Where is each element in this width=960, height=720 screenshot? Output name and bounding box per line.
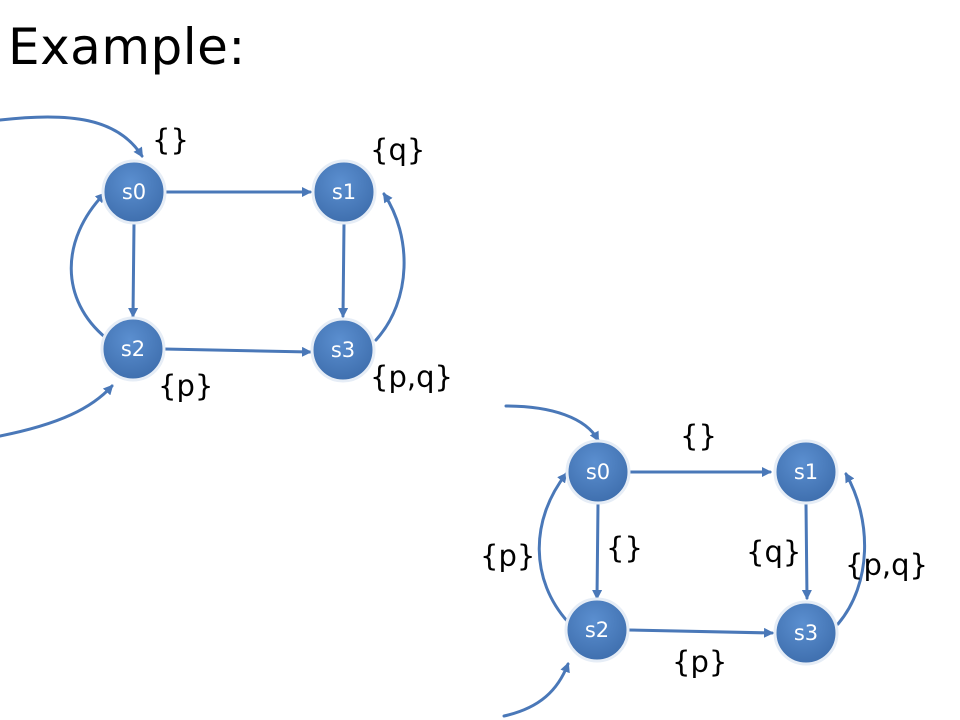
state-s2-label: s2 [121, 337, 145, 361]
edge-s2-s0 [69, 192, 108, 340]
edge-s0-s2 [128, 222, 139, 318]
edge-s1-s3 [801, 502, 812, 600]
state-s0: s0 [101, 159, 167, 225]
edge-label-s1-s3: {q} [746, 535, 801, 569]
edge-s3-s1 [374, 192, 406, 342]
edge-label-s2-s3: {p} [672, 645, 727, 679]
state-s1: s1 [311, 159, 377, 225]
state-s2-label: s2 [585, 618, 609, 642]
edge-label-s3-s1: {p,q} [845, 548, 928, 582]
edge-init-s0 [0, 115, 144, 158]
edge-label-s0-s2: {} [606, 531, 643, 565]
state-s2: s2 [100, 316, 166, 382]
edge-s1-s3 [338, 222, 349, 318]
edge-init-s2 [0, 384, 114, 438]
edge-s3-s1 [836, 472, 866, 626]
edge-label-s0-s1: {} [680, 419, 717, 453]
edge-s0-s2 [592, 502, 603, 600]
state-s3-label: s3 [794, 621, 818, 645]
state-s0-label: s0 [122, 180, 146, 204]
kripke-2: s0 s1 s2 s3 {} {} {p} {q} {p,q} {p} [480, 404, 928, 718]
edge-s2-s3 [626, 627, 774, 638]
state-s3: s3 [310, 317, 376, 383]
edge-init-s2 [502, 662, 570, 718]
kripke-1: s0 s1 s2 s3 {} {q} {p} {p,q} [0, 115, 453, 438]
state-s0: s0 [565, 439, 631, 505]
state-s1-label: s1 [332, 180, 356, 204]
label-s1: {q} [370, 133, 425, 167]
state-s2: s2 [564, 597, 630, 663]
edge-init-s0 [504, 404, 600, 442]
label-s3: {p,q} [370, 360, 453, 394]
state-s1: s1 [773, 439, 839, 505]
edge-s2-s0 [537, 472, 570, 624]
state-s0-label: s0 [586, 460, 610, 484]
slide-title: Example: [8, 18, 246, 76]
edge-s2-s3 [162, 346, 312, 357]
label-s0: {} [152, 123, 189, 157]
state-s3-label: s3 [331, 338, 355, 362]
label-s2: {p} [158, 369, 213, 403]
state-s3: s3 [773, 600, 839, 666]
edge-label-s2-s0: {p} [480, 539, 535, 573]
state-s1-label: s1 [794, 460, 818, 484]
